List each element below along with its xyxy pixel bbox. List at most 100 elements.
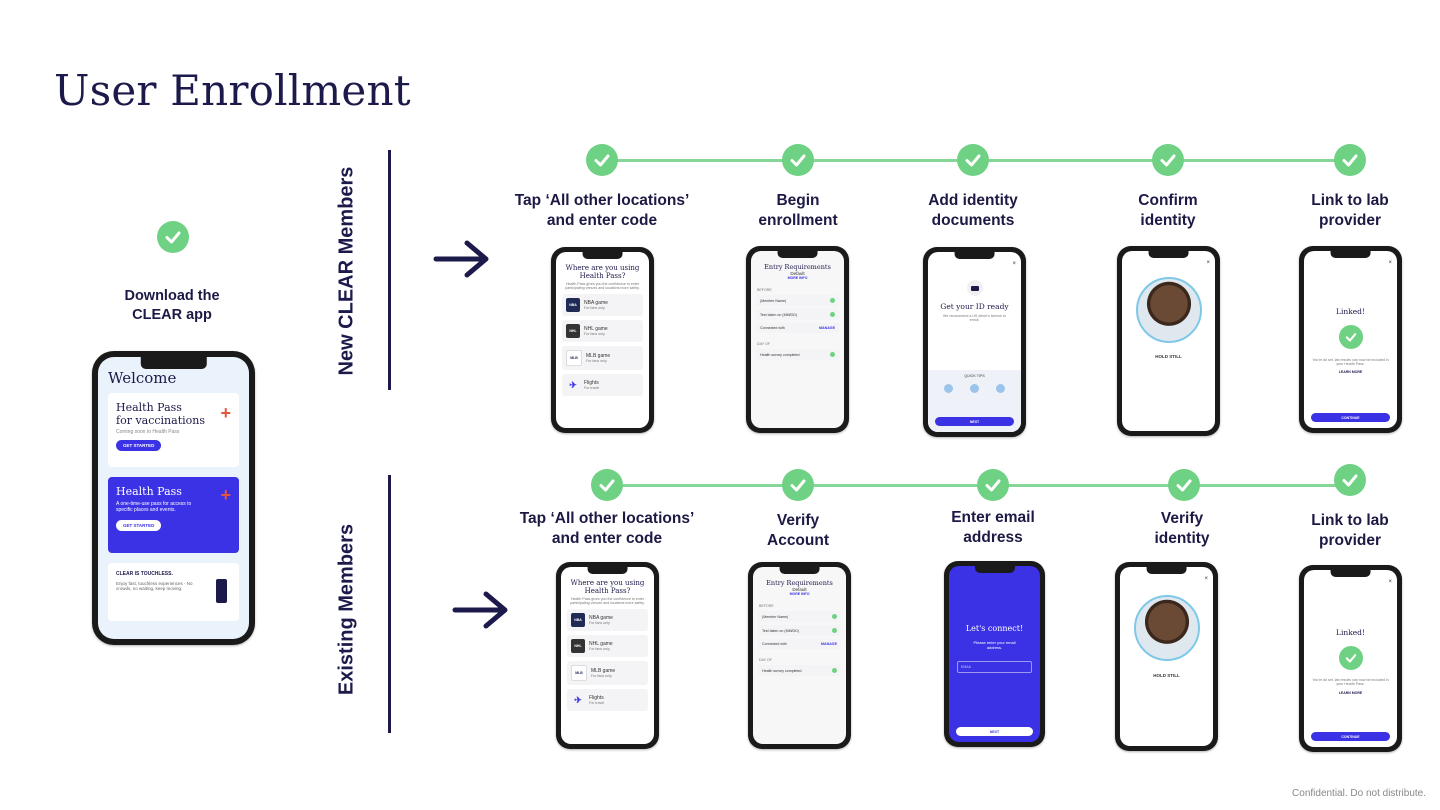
download-label-line1: Download the (124, 288, 220, 304)
entry-default: Default (790, 271, 805, 276)
existing-step1-line1: Tap ‘All other locations’ (519, 510, 695, 527)
new-step3-label: Add identity documents (928, 191, 1018, 231)
entry-phone: Entry Requirements Default MORE INFO BEF… (746, 246, 849, 433)
where-sub: Health Pass gives you the confidence to … (565, 282, 640, 290)
test-taken-2: Test taken on (MM/DD) (762, 628, 799, 633)
more-info-link[interactable]: MORE INFO (787, 276, 808, 280)
welcome-heading: Welcome (108, 369, 177, 387)
close-icon[interactable]: × (1012, 261, 1016, 267)
manage-link-2[interactable]: MANAGE (821, 642, 837, 646)
new-step5-check-icon (1334, 144, 1366, 176)
continue-button[interactable]: CONTINUE (1311, 413, 1390, 422)
next-button-2[interactable]: NEXT (956, 727, 1033, 736)
member-name-row: (Member Name) (756, 295, 839, 306)
vaccination-card-title-2: for vaccinations (116, 414, 205, 427)
nba-logo-icon: NBA (566, 298, 580, 312)
get-started-button[interactable]: GET STARTED (116, 440, 162, 451)
nba-label-2: NBA game (589, 615, 613, 621)
vaccination-card[interactable]: Health Pass for vaccinations Coming soon… (108, 393, 239, 467)
entry-phone-2: Entry Requirements Default MORE INFO BEF… (748, 562, 851, 749)
tip-icon-1 (944, 384, 954, 393)
new-members-label: New CLEAR Members (335, 166, 358, 376)
vaccination-card-sub: Coming soon to Health Pass (116, 429, 180, 435)
close-icon[interactable]: × (1388, 260, 1392, 266)
new-step4-line2: identity (1140, 212, 1196, 229)
flights-sub-2: For travel (589, 701, 605, 705)
member-name: (Member Name) (760, 298, 787, 303)
survey-label-2: Health survey completed (762, 668, 802, 673)
close-icon[interactable]: × (1204, 576, 1208, 582)
nba-logo-icon: NBA (571, 613, 585, 627)
new-step2-line2: enrollment (758, 212, 838, 229)
selfie-phone-2: × HOLD STILL (1115, 562, 1218, 751)
connect-sub: Please enter your email address. (973, 640, 1016, 650)
entry-default-2: Default (792, 587, 807, 592)
check-dot-icon (832, 668, 837, 673)
day-of-heading-2: DAY OF (759, 658, 773, 662)
where-phone: Where are you using Health Pass? Health … (551, 247, 654, 433)
where-title-2: Where are you using Health Pass? (570, 579, 645, 595)
connected-with-2: Connected with (762, 642, 787, 646)
quick-tips: QUICK TIPS (964, 374, 985, 378)
before-heading-2: BEFORE (759, 604, 774, 608)
linked-phone-2: × Linked! You're all set. lab results ca… (1299, 565, 1402, 752)
learn-more-link[interactable]: LEARN MORE (1338, 370, 1363, 374)
new-step1-label: Tap ‘All other locations’and enter code (515, 191, 690, 231)
continue-button-2[interactable]: CONTINUE (1311, 732, 1390, 741)
nhl-logo-icon: NHL (571, 639, 585, 653)
linked-sub: You're all set. lab results can now be i… (1312, 358, 1389, 366)
plus-icon: + (220, 403, 231, 423)
day-of-heading: DAY OF (757, 342, 771, 346)
touchless-card: CLEAR IS TOUCHLESS. Enjoy fast, touchles… (108, 563, 239, 621)
test-row: Test taken on (MM/DD) (756, 309, 839, 320)
selfie-phone: × HOLD STILL (1117, 246, 1220, 436)
learn-more-link-2[interactable]: LEARN MORE (1338, 691, 1363, 695)
id-sub: We recommend a US driver's license to en… (943, 314, 1006, 322)
confidential-footer: Confidential. Do not distribute. (1292, 788, 1426, 799)
existing-step4-line1: Verify (1160, 510, 1204, 527)
existing-step4-check-icon (1168, 469, 1200, 501)
linked-check-icon (1338, 325, 1363, 349)
check-dot-icon (832, 614, 837, 619)
more-info-link-2[interactable]: MORE INFO (789, 592, 810, 596)
flights-sub: For travel (584, 386, 600, 390)
before-heading: BEFORE (757, 288, 772, 292)
get-started-button-2[interactable]: GET STARTED (116, 520, 162, 531)
close-icon[interactable]: × (1206, 260, 1210, 266)
new-step1-line1: Tap ‘All other locations’ (514, 192, 690, 209)
download-check-icon (157, 221, 189, 253)
new-step3-line2: documents (931, 212, 1015, 229)
nhl-label-2: NHL game (589, 641, 613, 647)
next-button[interactable]: NEXT (935, 417, 1014, 426)
touchless-title: CLEAR IS TOUCHLESS. (116, 571, 173, 577)
plane-icon: ✈ (569, 379, 577, 390)
where-sub-2: Health Pass gives you the confidence to … (570, 597, 645, 605)
mlb-sub-2: For fans only (591, 674, 612, 678)
linked-sub-2: You're all set. lab results can now be i… (1312, 678, 1389, 686)
mlb-label-2: MLB game (591, 668, 616, 674)
new-step3-line1: Add identity (928, 192, 1018, 209)
download-label-line2: CLEAR app (132, 307, 212, 323)
hold-still-label-2: HOLD STILL (1153, 673, 1180, 678)
manage-link[interactable]: MANAGE (819, 326, 835, 330)
existing-step3-line2: address (963, 529, 1023, 546)
nhl-sub: For fans only (584, 332, 605, 336)
flights-label-2: Flights (589, 695, 604, 701)
health-pass-card[interactable]: Health Pass A one-time-use pass for acce… (108, 477, 239, 553)
kiosk-icon (216, 579, 227, 603)
email-input[interactable]: EMAIL (957, 661, 1032, 673)
close-icon[interactable]: × (1388, 579, 1392, 585)
where-title: Where are you using Health Pass? (565, 264, 640, 280)
